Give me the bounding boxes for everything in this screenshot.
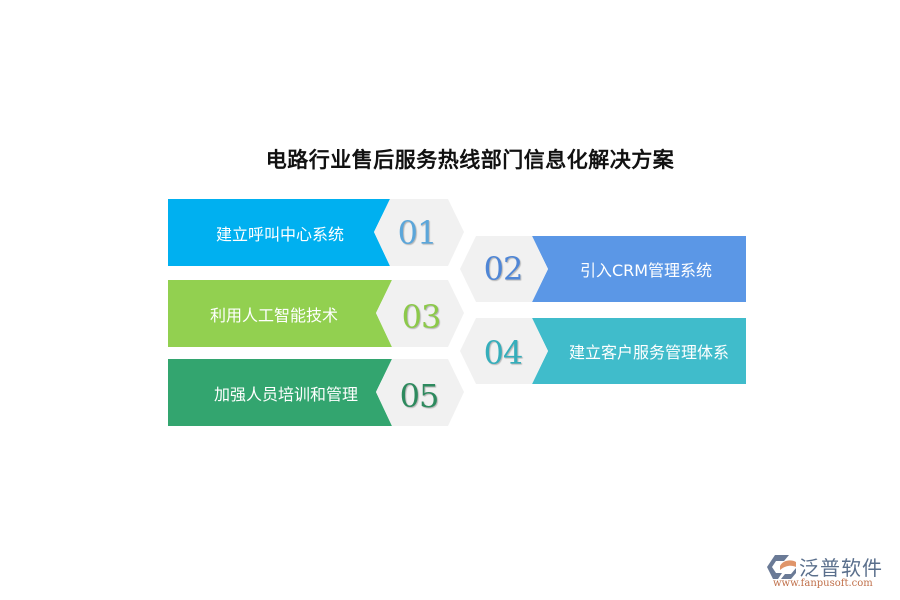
logo-name: 泛普软件 [799,556,883,580]
item-02-number: 02 [483,250,524,288]
item-03-hexagon [376,280,464,347]
item-05-banner [168,359,392,426]
item-02-hexagon [460,236,548,302]
item-03-shapes [168,280,464,347]
item-03-banner [168,280,392,347]
item-02-shapes [460,236,746,302]
item-05-label: 加强人员培训和管理 [213,384,358,404]
item-04-banner [532,318,746,384]
item-01-shapes [168,199,464,266]
item-05-shapes [168,359,464,426]
item-01-number: 01 [397,213,438,252]
item-01-hexagon [374,199,464,266]
item-01-banner [168,199,390,266]
item-04-label: 建立客户服务管理体系 [568,343,729,362]
item-01-label: 建立呼叫中心系统 [215,224,344,244]
item-04-shapes [460,318,746,384]
item-05-number: 05 [399,376,440,415]
item-03-label: 利用人工智能技术 [209,305,338,325]
item-03-number: 03 [401,297,442,336]
logo-url: www.fanpusoft.com [773,578,873,589]
item-04-hexagon [460,318,548,384]
fanpu-logo[interactable]: 泛普软件 www.fanpusoft.com [767,552,897,592]
fanpu-logo-icon [767,555,796,579]
item-04-number: 04 [483,334,524,372]
item-05-hexagon [376,359,464,426]
item-02-banner [532,236,746,302]
item-02-label: 引入CRM管理系统 [579,261,713,280]
page-title: 电路行业售后服务热线部门信息化解决方案 [265,148,675,172]
